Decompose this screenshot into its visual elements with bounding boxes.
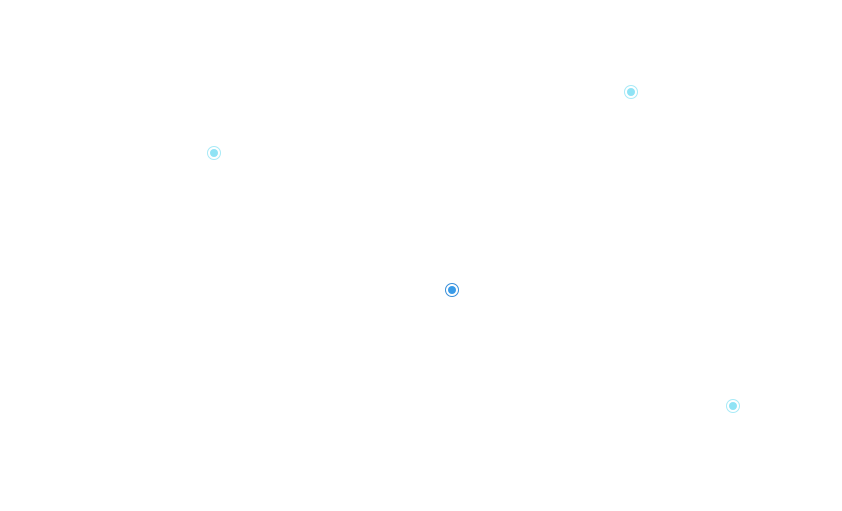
radio-dot-marker-3-selected[interactable] <box>445 283 459 297</box>
radio-dot-icon <box>627 88 635 96</box>
radio-dot-icon <box>210 149 218 157</box>
radio-dot-marker-4[interactable] <box>726 399 740 413</box>
radio-dot-marker-1[interactable] <box>624 85 638 99</box>
radio-dot-icon <box>729 402 737 410</box>
radio-dot-marker-2[interactable] <box>207 146 221 160</box>
radio-dot-icon <box>448 286 456 294</box>
